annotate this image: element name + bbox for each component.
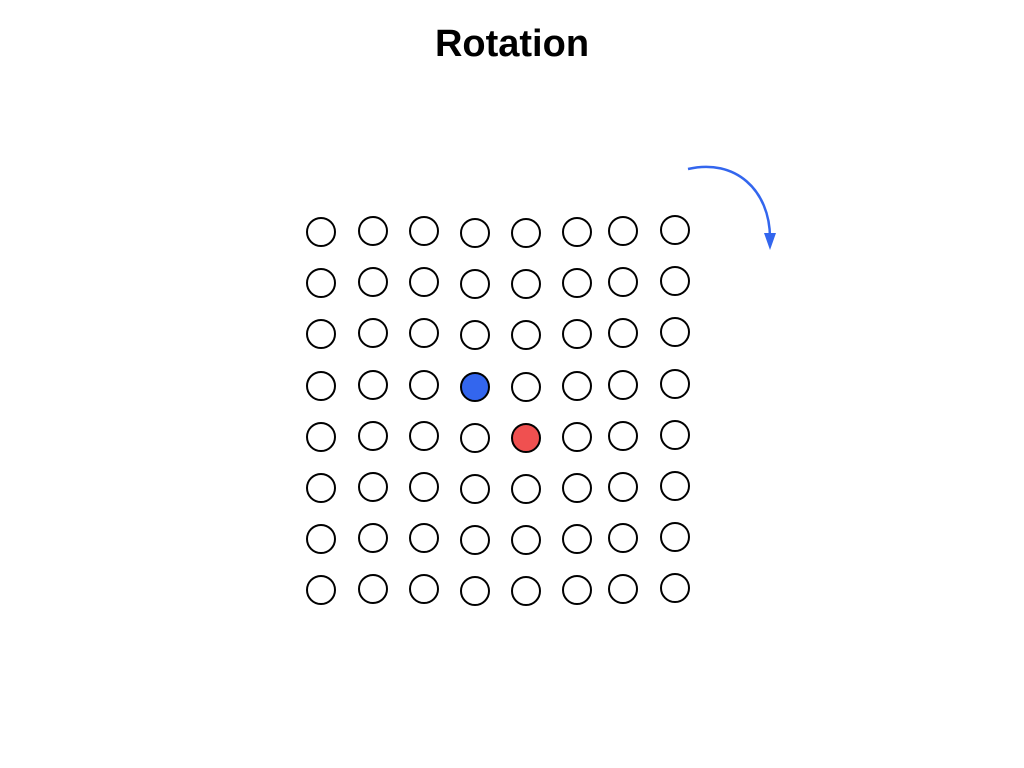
grid-dot <box>511 525 541 555</box>
grid-dot <box>511 372 541 402</box>
grid-dot <box>660 522 690 552</box>
grid-dot <box>511 218 541 248</box>
red-dot <box>511 423 541 453</box>
grid-dot <box>460 269 490 299</box>
grid-dot <box>460 423 490 453</box>
grid-dot <box>306 575 336 605</box>
grid-dot <box>306 217 336 247</box>
grid-dot <box>660 420 690 450</box>
grid-dot <box>460 576 490 606</box>
grid-dot <box>409 472 439 502</box>
grid-dot <box>608 523 638 553</box>
grid-dot <box>511 576 541 606</box>
grid-dot <box>660 471 690 501</box>
rotation-arrowhead-icon <box>764 233 776 250</box>
grid-dot <box>562 371 592 401</box>
grid-dot <box>358 523 388 553</box>
grid-dot <box>409 318 439 348</box>
grid-dot <box>358 574 388 604</box>
grid-dot <box>608 267 638 297</box>
grid-dot <box>562 524 592 554</box>
grid-dot <box>409 574 439 604</box>
grid-dot <box>608 318 638 348</box>
grid-dot <box>511 320 541 350</box>
grid-dot <box>409 216 439 246</box>
grid-dot <box>409 523 439 553</box>
grid-dot <box>306 268 336 298</box>
grid-dot <box>460 474 490 504</box>
grid-dot <box>409 421 439 451</box>
grid-dot <box>511 474 541 504</box>
grid-dot <box>562 217 592 247</box>
grid-dot <box>306 473 336 503</box>
grid-dot <box>306 422 336 452</box>
grid-dot <box>306 319 336 349</box>
grid-dot <box>460 320 490 350</box>
grid-dot <box>358 370 388 400</box>
grid-dot <box>562 319 592 349</box>
grid-dot <box>660 369 690 399</box>
grid-dot <box>608 574 638 604</box>
grid-dot <box>409 370 439 400</box>
grid-dot <box>562 473 592 503</box>
grid-dot <box>562 268 592 298</box>
grid-dot <box>660 317 690 347</box>
grid-dot <box>358 472 388 502</box>
grid-dot <box>306 524 336 554</box>
diagram-title: Rotation <box>434 23 590 65</box>
grid-dot <box>358 421 388 451</box>
grid-dot <box>460 525 490 555</box>
grid-dot <box>306 371 336 401</box>
grid-dot <box>409 267 439 297</box>
grid-dot <box>358 318 388 348</box>
grid-dot <box>660 266 690 296</box>
blue-dot <box>460 372 490 402</box>
grid-dot <box>460 218 490 248</box>
grid-dot <box>608 472 638 502</box>
grid-dot <box>562 575 592 605</box>
rotation-arrow-icon <box>687 165 772 239</box>
grid-dot <box>608 421 638 451</box>
grid-dot <box>562 422 592 452</box>
grid-dot <box>660 573 690 603</box>
grid-dot <box>608 216 638 246</box>
grid-dot <box>358 216 388 246</box>
dot-grid <box>306 215 690 606</box>
grid-dot <box>358 267 388 297</box>
grid-dot <box>511 269 541 299</box>
grid-dot <box>608 370 638 400</box>
grid-dot <box>660 215 690 245</box>
